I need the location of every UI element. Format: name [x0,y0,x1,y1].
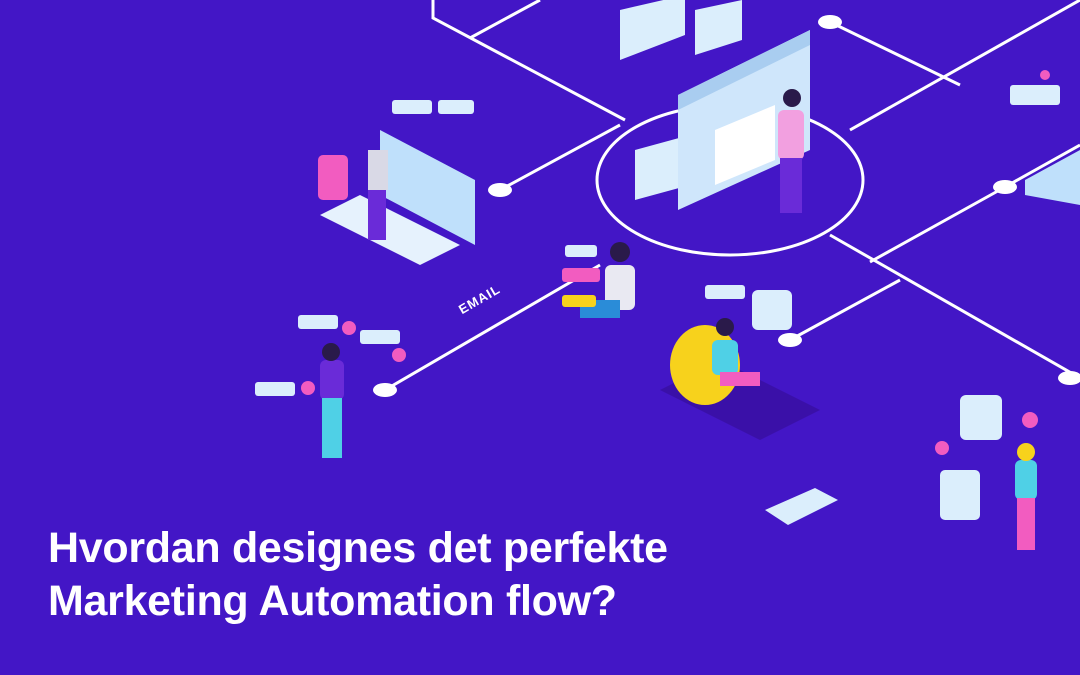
phone-device [1010,70,1080,205]
chat-bubbles [392,100,1038,525]
title-line-2: Marketing Automation flow? [48,577,617,625]
page-title: Hvordan designes det perfekte Marketing … [48,522,668,628]
title-line-1: Hvordan designes det perfekte [48,524,668,572]
person-at-window [778,89,804,213]
browser-window [678,30,810,210]
standing-person-left [255,315,406,458]
envelope-icons [620,0,742,200]
standing-person-right [1015,443,1037,550]
laptop [318,130,475,265]
flow-nodes [373,15,1080,397]
person-on-beanbag [660,285,820,440]
person-on-chair [562,242,635,318]
